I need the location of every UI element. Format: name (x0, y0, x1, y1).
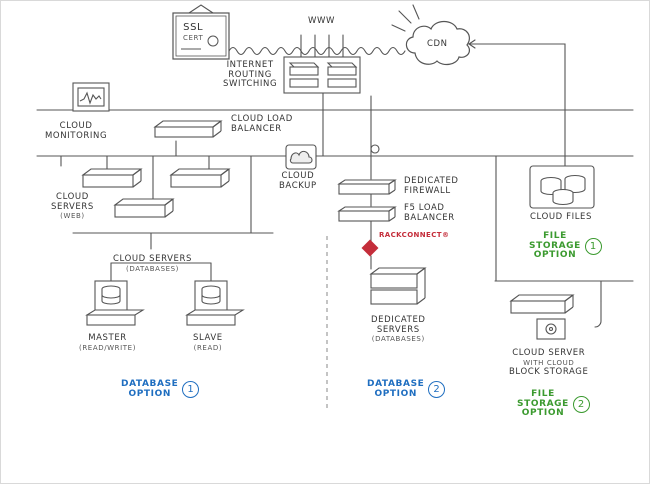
f5-load-balancer-icon (337, 206, 397, 222)
cloud-server-web-3 (113, 198, 175, 218)
dedicated-servers-icon (369, 267, 427, 305)
cloud-server-web-1 (81, 168, 143, 188)
master-db-icon (85, 280, 145, 326)
slave-label: SLAVE(READ) (193, 333, 223, 352)
cloud-files-icon (529, 165, 595, 209)
slave-db-icon (185, 280, 245, 326)
cloud-files-label: CLOUD FILES (530, 212, 593, 222)
ssl-cert-icon (172, 12, 230, 60)
cloud-monitoring-icon (72, 82, 110, 112)
rackconnect-icon (361, 239, 379, 257)
cloud-server-web-2 (169, 168, 231, 188)
cdn-cloud-icon (405, 20, 471, 66)
cloud-backup-icon (285, 144, 317, 170)
internet-cable (228, 46, 406, 56)
dedicated-firewall-icon (337, 179, 397, 195)
cloud-servers-db-label: CLOUD SERVERS(DATABASES) (113, 254, 193, 273)
www-label: WWW (308, 16, 336, 26)
cloud-server-block-icon (509, 294, 575, 340)
cdn-label: CDN (427, 39, 448, 49)
routing-switch-icon (283, 56, 361, 94)
load-balancer-icon (153, 120, 223, 138)
master-label: MASTER(READ/WRITE) (79, 333, 137, 352)
rackconnect-label: RACKCONNECT® (379, 231, 450, 239)
